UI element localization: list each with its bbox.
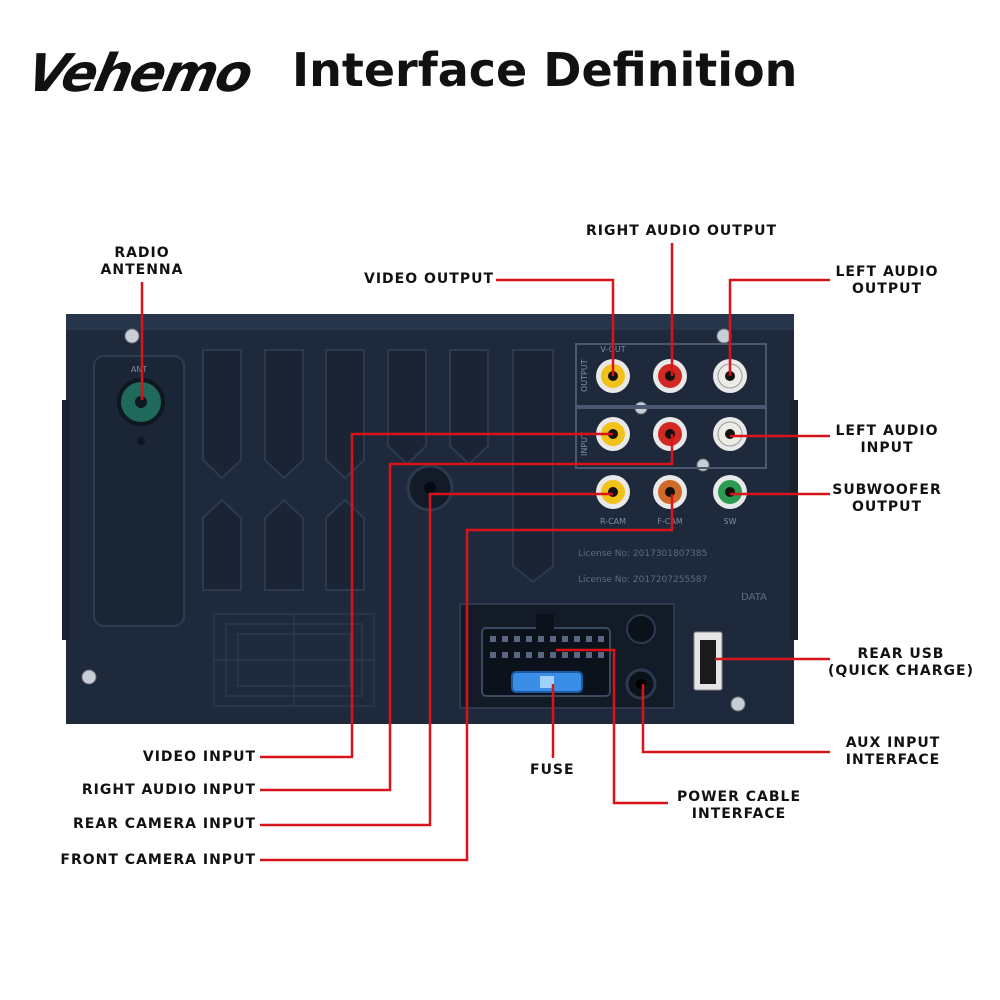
data-mark: DATA (741, 592, 767, 603)
rca-input-frame (575, 407, 767, 469)
label-subwoofer-output: SUBWOOFER OUTPUT (832, 482, 942, 515)
input-mark: INPUT (580, 432, 589, 456)
rca-jack-rear-cam (596, 475, 630, 509)
label-rear-usb: REAR USB (QUICK CHARGE) (828, 646, 974, 679)
label-aux-input: AUX INPUT INTERFACE (845, 735, 941, 768)
antenna-hole (137, 437, 145, 445)
label-left-audio-input: LEFT AUDIO INPUT (835, 423, 939, 456)
connector-pins (490, 636, 604, 658)
gps-port (626, 614, 656, 644)
rca-jack-right-in (653, 417, 687, 451)
leader-video-output (496, 278, 615, 376)
rca-jack-right-out (653, 359, 687, 393)
panel-right-tab (790, 400, 798, 640)
leader-front-camera-input (260, 494, 674, 862)
label-fuse: FUSE (530, 762, 575, 778)
rca-jack-front-cam (653, 475, 687, 509)
leader-aux-input (641, 684, 830, 754)
r-cam-mark: R-CAM (600, 517, 626, 526)
f-cam-mark: F-CAM (657, 517, 683, 526)
leader-rear-camera-input (260, 492, 613, 827)
leader-right-audio-input (260, 434, 674, 792)
label-power-cable: POWER CABLE INTERFACE (676, 789, 802, 822)
panel-left-tab (62, 400, 70, 640)
antenna-socket-pin (135, 396, 147, 408)
sw-mark: SW (724, 517, 737, 526)
leader-power-cable (556, 648, 668, 805)
label-left-audio-output: LEFT AUDIO OUTPUT (835, 264, 939, 297)
leader-left-audio-output (728, 278, 830, 376)
rca-jack-left-in (713, 417, 747, 451)
embossed-pattern (213, 613, 375, 707)
output-mark: OUTPUT (580, 359, 589, 392)
license-1: License No: 2017301807385 (578, 549, 707, 559)
antenna-housing (93, 355, 185, 627)
label-right-audio-output: RIGHT AUDIO OUTPUT (586, 223, 777, 239)
page-title: Interface Definition (292, 43, 798, 97)
label-video-input: VIDEO INPUT (142, 749, 256, 765)
label-rear-camera-input: REAR CAMERA INPUT (72, 816, 256, 832)
license-2: License No: 2017207255587 (578, 575, 707, 585)
label-radio-antenna: RADIO ANTENNA (100, 245, 184, 278)
leader-video-input (260, 432, 613, 759)
label-front-camera-input: FRONT CAMERA INPUT (60, 852, 256, 868)
vent-slots (202, 349, 554, 591)
rca-jack-subwoofer (713, 475, 747, 509)
label-video-output: VIDEO OUTPUT (364, 271, 495, 287)
label-right-audio-input: RIGHT AUDIO INPUT (81, 782, 256, 798)
ant-mark: ANT (131, 365, 147, 374)
